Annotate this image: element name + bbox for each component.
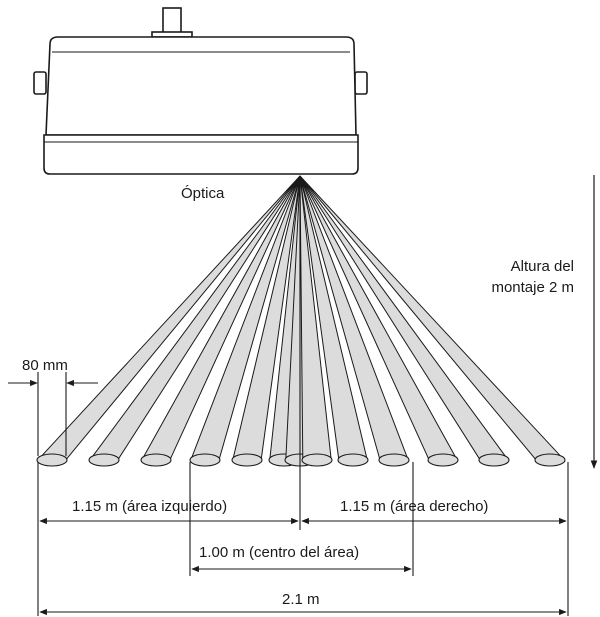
device-lens-strip	[43, 134, 359, 175]
left-area-label: 1.15 m (área izquierdo)	[72, 498, 228, 515]
beam-spot-11	[427, 453, 459, 467]
right-area-label: 1.15 m (área derecho)	[340, 498, 489, 515]
beam-spot-9	[337, 453, 369, 467]
beam-spot-10	[378, 453, 410, 467]
beam-spot-1	[36, 453, 68, 467]
beam-spot-4	[189, 453, 221, 467]
beam-spot-12	[478, 453, 510, 467]
beam-spot-8	[301, 453, 333, 467]
mounting-height-label-line2: montaje 2 m	[491, 279, 574, 296]
total-width-label: 2.1 m	[282, 591, 320, 608]
dimension-arrows	[39, 517, 567, 616]
beam-spot-3	[140, 453, 172, 467]
mounting-height-label-line1: Altura del	[510, 258, 574, 275]
device-clip-right	[354, 71, 368, 95]
optics-label: Óptica	[181, 185, 225, 202]
device-stem	[162, 7, 182, 35]
beam-spot-13	[534, 453, 566, 467]
beam-width-dimension	[8, 372, 98, 456]
beam-spot-2	[88, 453, 120, 467]
sensor-device	[33, 7, 368, 175]
detection-beams	[36, 175, 566, 467]
center-area-label: 1.00 m (centro del área)	[199, 544, 360, 561]
beam-width-label: 80 mm	[22, 357, 68, 374]
device-body	[45, 36, 357, 136]
beam-spot-5	[231, 453, 263, 467]
device-clip-left	[33, 71, 47, 95]
